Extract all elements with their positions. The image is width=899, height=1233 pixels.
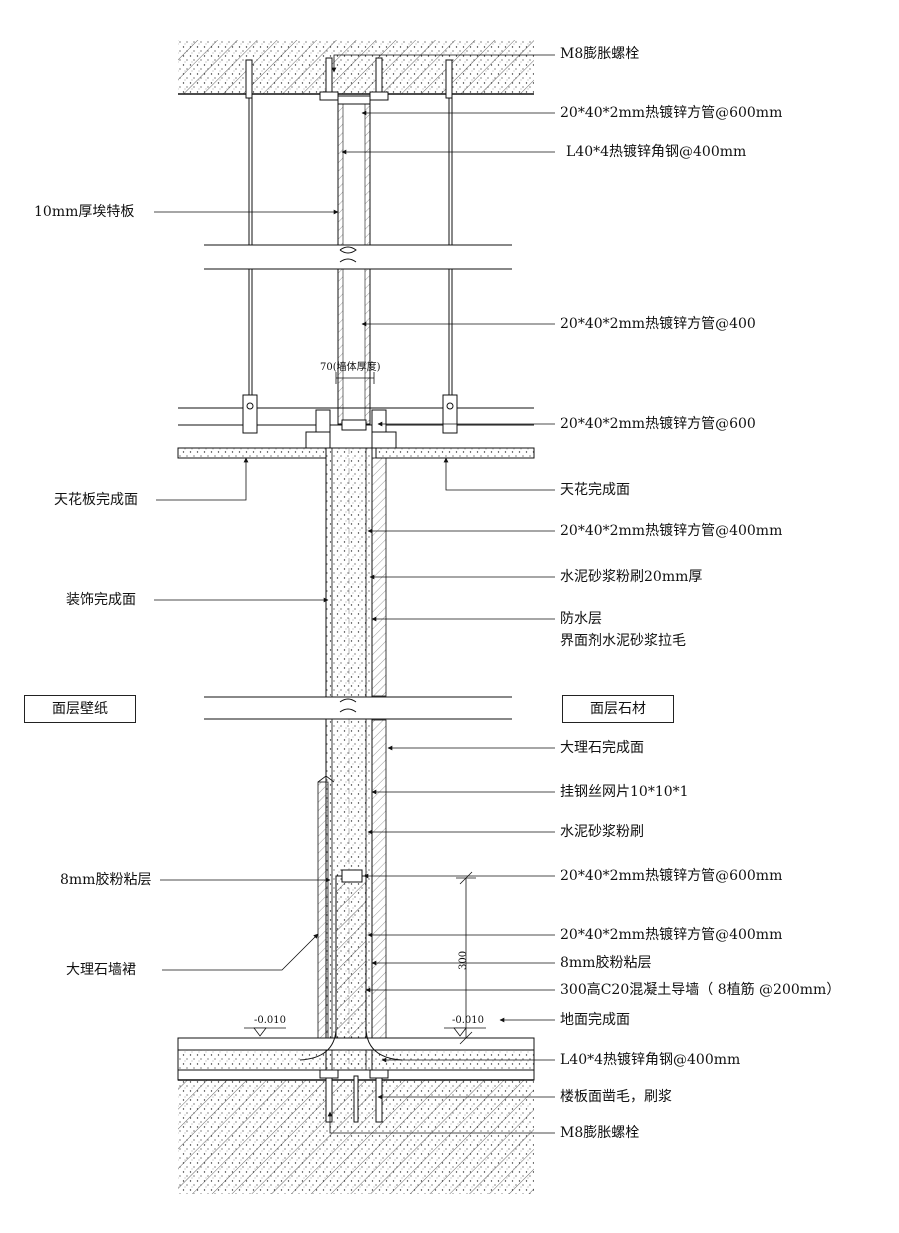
label-glue-8mm-left: 8mm胶粉粘层: [60, 872, 152, 888]
label-steel-mesh: 挂钢丝网片10*10*1: [560, 784, 689, 800]
label-marble-skirting: 大理石墙裙: [66, 962, 136, 978]
label-slab-chisel: 楼板面凿毛，刷浆: [560, 1089, 672, 1105]
leaders-left: [154, 209, 339, 971]
label-board-10mm: 10mm厚埃特板: [34, 204, 135, 220]
label-floor-finish: 地面完成面: [560, 1012, 630, 1028]
label-decor-finish: 装饰完成面: [66, 592, 136, 608]
label-glue-8mm-right: 8mm胶粉粘层: [560, 955, 652, 971]
level-left-text: -0.010: [254, 1015, 287, 1026]
break-line-upper: [180, 244, 530, 270]
level-symbols: [244, 1027, 486, 1037]
floor-layers: [177, 1029, 535, 1081]
label-tube-600mm-top: 20*40*2mm热镀锌方管@600mm: [560, 105, 783, 121]
tag-stone: 面层石材: [562, 695, 674, 723]
label-interface-agent: 界面剂水泥砂浆拉毛: [560, 633, 686, 649]
label-tube-400mm-mid: 20*40*2mm热镀锌方管@400mm: [560, 523, 783, 539]
label-cement-plaster-20: 水泥砂浆粉刷20mm厚: [560, 569, 703, 585]
break-line-lower: [180, 696, 530, 720]
concrete-guide-wall: [335, 869, 367, 1047]
dim-guide-wall-text: 300: [458, 950, 469, 970]
dim-wall-thickness-text: 70(墙体厚度): [320, 362, 381, 373]
label-tube-600-ceiling: 20*40*2mm热镀锌方管@600: [560, 416, 756, 432]
bottom-slab: [178, 1079, 534, 1194]
label-m8-bolt-top: M8膨胀螺栓: [560, 46, 640, 62]
top-bolts: [245, 57, 453, 107]
label-angle-400mm-top: L40*4热镀锌角钢@400mm: [566, 144, 747, 160]
tag-wallpaper: 面层壁纸: [24, 695, 136, 723]
label-ceiling-board-finish: 天花板完成面: [54, 492, 138, 508]
leaders-right: [327, 54, 555, 1134]
label-marble-finish: 大理石完成面: [560, 740, 644, 756]
dim-wall-thickness: [335, 372, 375, 384]
label-tube-400mm-low: 20*40*2mm热镀锌方管@400mm: [560, 927, 783, 943]
label-m8-bolt-bottom: M8膨胀螺栓: [560, 1125, 640, 1141]
label-ceiling-finish-right: 天花完成面: [560, 482, 630, 498]
label-cement-plaster: 水泥砂浆粉刷: [560, 824, 644, 840]
dim-guide-wall: [456, 871, 476, 1045]
ceiling-board: [177, 447, 535, 459]
top-slab: [178, 40, 534, 95]
label-concrete-guide-wall: 300高C20混凝土导墙（ 8植筋 @200mm）: [560, 982, 841, 998]
ceiling-frame: [178, 394, 534, 449]
label-angle-400mm-bottom: L40*4热镀锌角钢@400mm: [560, 1052, 741, 1068]
label-tube-400-upper: 20*40*2mm热镀锌方管@400: [560, 316, 756, 332]
label-tube-600mm-low: 20*40*2mm热镀锌方管@600mm: [560, 868, 783, 884]
level-right-text: -0.010: [452, 1015, 485, 1026]
label-waterproof: 防水层: [560, 611, 602, 627]
